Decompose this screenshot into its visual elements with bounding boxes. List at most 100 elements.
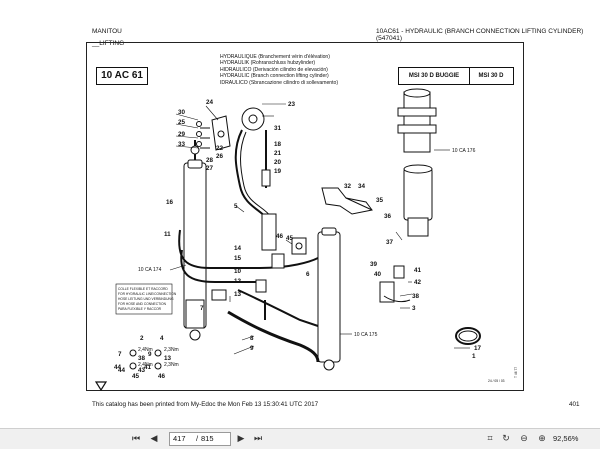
part-39: 39 <box>370 261 378 268</box>
plate-reference: 10 AC 61 <box>96 67 148 85</box>
hose-8 <box>227 310 320 363</box>
print-footer: This catalog has been printed from My-Ed… <box>92 401 319 408</box>
page-separator: / <box>195 434 199 443</box>
xref-10ca176: 10 CA 176 <box>452 148 476 154</box>
part-17: 17 <box>474 345 482 352</box>
next-page-icon[interactable]: ▶ <box>237 433 245 443</box>
part-9: 9 <box>250 345 254 352</box>
legend-left-1: 9 <box>148 351 152 358</box>
legend-right-1: 13 <box>164 355 172 362</box>
right-cylinder-top <box>403 91 431 153</box>
previous-page-icon[interactable]: ◀ <box>150 433 158 443</box>
part-40: 40 <box>374 271 382 278</box>
part-37: 37 <box>386 239 394 246</box>
legend-left-3: 41 <box>144 364 152 371</box>
note-line-4: FOR HOSE AND CONNECTION <box>118 302 167 306</box>
xref-10ca174: 10 CA 174 <box>138 267 162 273</box>
note-line-5: PARA FLEXIBLE Y RACCOR <box>118 307 162 311</box>
drawing-frame <box>86 42 524 391</box>
legend-code-3: 2,3Nm <box>164 362 179 368</box>
last-page-icon[interactable]: ⏭ <box>253 433 263 443</box>
hydraulic-diagram: 24 23 30 25 31 29 33 22 26 28 27 18 21 2… <box>94 88 518 391</box>
right-cylinder-bottom <box>403 167 433 221</box>
part-33: 33 <box>178 141 186 148</box>
model-standard: MSI 30 D <box>478 73 504 79</box>
part-2: 2 <box>140 335 144 342</box>
legend-code-0: 2,4Nm <box>138 347 153 353</box>
part-14: 14 <box>234 245 242 252</box>
part-3: 3 <box>412 305 416 312</box>
part-19: 19 <box>274 168 282 175</box>
part-31: 31 <box>274 125 282 132</box>
hose-reel <box>241 107 265 131</box>
legend-right-3: 46 <box>158 373 166 380</box>
legend-left-0: 7 <box>118 351 122 358</box>
zoom-in-icon[interactable]: ⊕ <box>538 433 546 443</box>
part-26: 26 <box>216 153 224 160</box>
part-41: 41 <box>414 267 422 274</box>
middle-cylinder <box>317 231 341 363</box>
title-de: HYDRAULIK (Rohranschluss hubzylinder) <box>220 60 316 67</box>
part-22: 22 <box>216 145 224 152</box>
part-24: 24 <box>206 99 214 106</box>
first-page-icon[interactable]: ⏮ <box>131 433 141 443</box>
rotate-icon[interactable]: ↻ <box>502 433 510 443</box>
rotated-code: T 46 77 <box>514 367 518 378</box>
page-number: 401 <box>569 401 580 408</box>
zoom-out-icon[interactable]: ⊖ <box>520 433 528 443</box>
part-38: 38 <box>412 293 420 300</box>
title-it: IDRAULICO (Sbrancazione cilindro di soll… <box>220 79 339 86</box>
part-23: 23 <box>288 101 296 108</box>
plate-titles: HYDRAULIQUE (Branchement vérin d'élévati… <box>220 54 338 86</box>
title-es: HIDRAULICO (Derivación cilindro de eleva… <box>220 66 328 73</box>
warning-triangle <box>94 381 108 391</box>
part-4: 4 <box>160 335 164 342</box>
part-21: 21 <box>274 150 282 157</box>
viewer-toolbar: ⏮ ◀ 417 / 815 ▶ ⏭ ⌗ ↻ ⊖ ⊕ 92,56% <box>0 428 600 449</box>
part-1: 1 <box>472 353 476 360</box>
part-20: 20 <box>274 159 282 166</box>
part-5: 5 <box>234 203 238 210</box>
legend-right-0: 38 <box>138 355 146 362</box>
legend-code-2: 2,4Nm <box>138 362 153 368</box>
note-line-3: HOSE LEITUNG UND VERBINDUNG <box>118 297 174 301</box>
title-en: HYDRAULIC (Branch connection lifting cyl… <box>220 73 329 80</box>
part-25: 25 <box>178 119 186 126</box>
part-43: 43 <box>138 367 146 374</box>
date-code: 24 / 05 / 03 <box>488 379 505 383</box>
current-page[interactable]: 417 <box>173 434 186 443</box>
part-12: 12 <box>234 278 242 285</box>
part-46: 46 <box>276 233 284 240</box>
part-30: 30 <box>178 109 186 116</box>
crop-icon[interactable]: ⌗ <box>487 433 493 443</box>
part-36: 36 <box>384 213 392 220</box>
note-line-1: COLLE FLEXIBLE ET RACCORD <box>118 287 168 291</box>
part-10: 10 <box>234 268 242 275</box>
part-27: 27 <box>206 165 214 172</box>
brand-label: MANITOU <box>92 28 122 35</box>
page-field[interactable]: 417 / 815 <box>169 432 231 446</box>
document-title: 10AC61 - HYDRAULIC (BRANCH CONNECTION LI… <box>376 28 584 42</box>
part-18: 18 <box>274 141 282 148</box>
model-box: MSI 30 D BUGGIE MSI 30 D <box>398 67 514 85</box>
part-42: 42 <box>414 279 422 286</box>
part-16: 16 <box>166 199 174 206</box>
note-line-2: FOR HYDRAULIC LINE/CONNECTION <box>118 292 177 296</box>
xref-10ca175: 10 CA 175 <box>354 332 378 338</box>
part-28: 28 <box>206 157 214 164</box>
legend-right-2: 45 <box>132 373 140 380</box>
part-11: 11 <box>164 231 171 238</box>
part-15: 15 <box>234 255 242 262</box>
total-pages: 815 <box>201 434 214 443</box>
part-6: 6 <box>306 271 310 278</box>
title-fr: HYDRAULIQUE (Branchement vérin d'élévati… <box>220 54 330 60</box>
part-35: 35 <box>376 197 384 204</box>
zoom-level[interactable]: 92,56% <box>553 434 579 443</box>
part-13: 13 <box>234 291 242 298</box>
part-8: 8 <box>250 335 254 342</box>
legend-left-2: 44 <box>114 364 122 371</box>
section-label: __LIFTING <box>92 40 125 47</box>
part-45: 45 <box>286 235 294 242</box>
part-7: 7 <box>200 305 204 312</box>
part-44: 44 <box>118 367 126 374</box>
